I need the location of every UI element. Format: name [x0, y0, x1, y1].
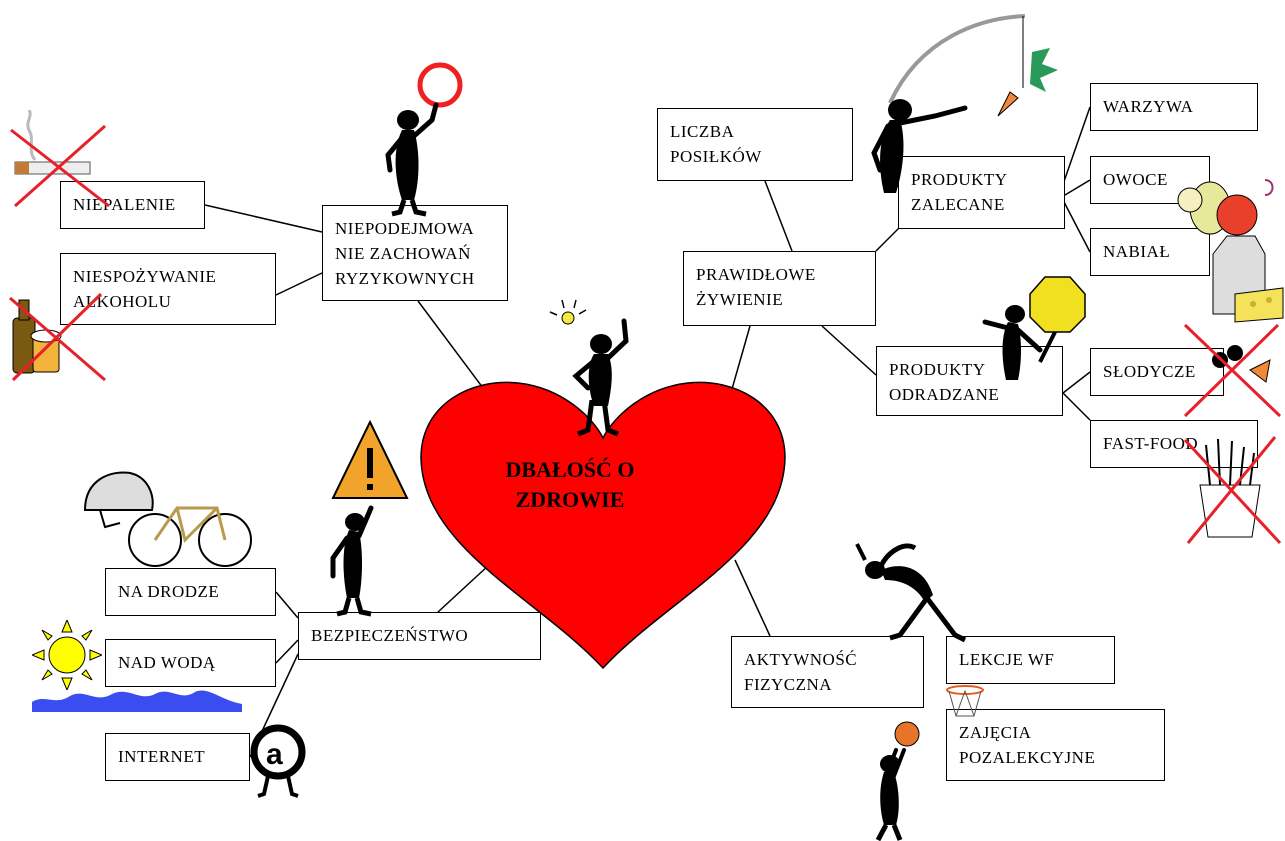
link-owoce: [1064, 179, 1091, 196]
link-slodycze: [1062, 371, 1091, 394]
link-ryzyko-center: [417, 300, 490, 397]
at-sign-icon: a: [250, 724, 306, 798]
node-warzywa: WARZYWA: [1090, 83, 1258, 131]
node-niepodejmowanie: NIEPODEJMOWA NIE ZACHOWAŃ RYZYKOWNYCH: [322, 205, 508, 301]
link-bezp-center: [437, 564, 490, 613]
node-liczba-posilkow: LICZBA POSIŁKÓW: [657, 108, 853, 181]
stop-ring-icon: [385, 62, 463, 217]
node-internet: INTERNET: [105, 733, 250, 781]
waves-icon: [32, 690, 242, 712]
link-warzywa: [1060, 106, 1091, 191]
node-bezpieczenstwo: BEZPIECZEŃSTWO: [298, 612, 541, 660]
lightbulb-icon: [549, 299, 629, 406]
node-produkty-odradzane: PRODUKTY ODRADZANE: [876, 346, 1063, 416]
helmet-icon: [83, 471, 154, 529]
link-prawidlowe-center: [729, 325, 751, 397]
heart-shape: [420, 381, 786, 670]
node-fast-food: FAST-FOOD: [1090, 420, 1258, 468]
node-nabial: NABIAŁ: [1090, 228, 1210, 276]
link-fastfood: [1062, 392, 1091, 421]
node-produkty-zalecane: PRODUKTY ZALECANE: [898, 156, 1065, 229]
node-slodycze: SŁODYCZE: [1090, 348, 1224, 396]
link-niepalenie: [204, 204, 323, 233]
node-prawidlowe-zywienie: PRAWIDŁOWE ŻYWIENIE: [683, 251, 876, 326]
node-na-drodze: NA DRODZE: [105, 568, 276, 616]
stretching-figure-icon: [855, 543, 967, 643]
node-aktywnosc-fizyczna: AKTYWNOŚĆ FIZYCZNA: [731, 636, 924, 708]
stop-sign-icon: [982, 276, 1086, 380]
node-nad-woda: NAD WODĄ: [105, 639, 276, 687]
sun-icon: [32, 620, 102, 690]
link-nabial: [1062, 199, 1091, 253]
thinking-figure-legs: [577, 400, 619, 437]
link-niespozywanie: [275, 272, 323, 296]
no-alcohol-icon: [9, 292, 106, 382]
basketball-hoop-icon: [946, 685, 984, 717]
basketball-player-icon: [875, 721, 920, 841]
link-liczba: [764, 180, 793, 252]
node-niespozywanie: NIESPOŻYWANIE ALKOHOLU: [60, 253, 276, 325]
no-fast-food-icon: [1183, 436, 1282, 545]
link-nad-woda: [275, 639, 299, 664]
link-odradzane: [821, 325, 877, 376]
fruit-icon: [1177, 179, 1274, 236]
no-smoking-icon: [10, 110, 110, 208]
warning-sign-icon: [330, 419, 409, 617]
carrot-on-stick-icon: [871, 14, 1058, 193]
no-sweets-icon: [1183, 323, 1282, 418]
center-label: DBAŁOŚĆ O ZDROWIE: [505, 457, 635, 512]
node-zajecia-pozalekcyjne: ZAJĘCIA POZALEKCYJNE: [946, 709, 1165, 781]
link-na-drodze: [275, 591, 299, 619]
bicycle-icon: [128, 506, 252, 567]
milk-cheese-icon: [1212, 235, 1284, 323]
node-lekcje-wf: LEKCJE WF: [946, 636, 1115, 684]
svg-text:a: a: [266, 738, 283, 771]
link-aktywnosc-center: [734, 559, 771, 637]
